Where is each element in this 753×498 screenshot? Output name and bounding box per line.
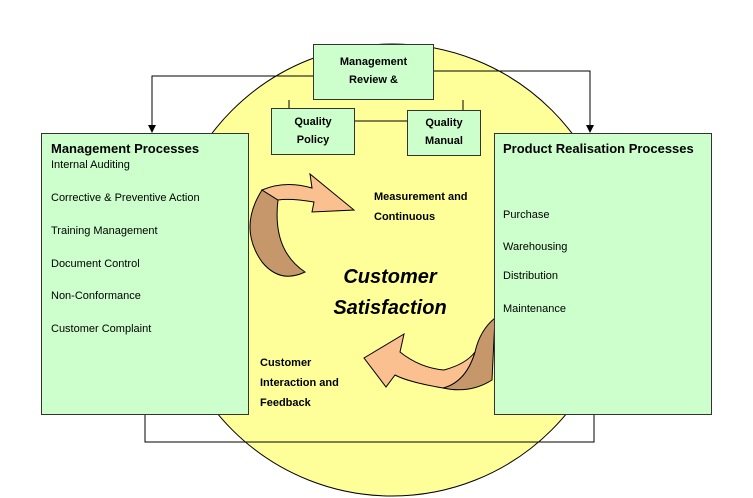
measurement-label-line-1: Measurement and bbox=[374, 191, 468, 203]
management-item-internal-auditing: Internal Auditing bbox=[51, 159, 130, 171]
product-item-distribution: Distribution bbox=[503, 270, 559, 282]
management-item-document-control: Document Control bbox=[51, 258, 140, 270]
product-item-purchase: Purchase bbox=[503, 209, 550, 221]
bottom-connector-line bbox=[144, 414, 595, 443]
management-review-box: Management Review & bbox=[313, 44, 434, 100]
center-line-2: Satisfaction bbox=[333, 297, 447, 319]
management-processes-box: Management Processes Internal Auditing C… bbox=[41, 133, 249, 415]
quality-manual-box: Quality Manual bbox=[407, 110, 481, 156]
customer-interaction-line-2: Interaction and bbox=[260, 377, 339, 389]
quality-policy-box: Quality Policy bbox=[271, 108, 355, 155]
management-review-line-1: Management bbox=[339, 56, 408, 69]
product-item-maintenance: Maintenance bbox=[503, 303, 566, 315]
review-to-management-arrow bbox=[148, 72, 320, 133]
management-item-non-conformance: Non-Conformance bbox=[51, 290, 141, 302]
curved-arrow-measurement bbox=[249, 172, 356, 277]
customer-interaction-line-3: Feedback bbox=[260, 397, 311, 409]
quality-policy-line-2: Policy bbox=[296, 133, 330, 146]
measurement-label: Measurement and Continuous bbox=[374, 187, 468, 227]
customer-interaction-line-1: Customer bbox=[260, 357, 312, 369]
quality-policy-line-1: Quality bbox=[294, 115, 332, 128]
product-realisation-box: Product Realisation Processes Purchase W… bbox=[494, 133, 712, 415]
curved-arrow-feedback bbox=[363, 316, 496, 391]
measurement-label-line-2: Continuous bbox=[374, 211, 436, 223]
management-item-corrective-preventive: Corrective & Preventive Action bbox=[51, 192, 200, 204]
review-to-product-arrow bbox=[427, 67, 594, 133]
quality-manual-line-1: Quality bbox=[425, 117, 463, 130]
product-realisation-title: Product Realisation Processes bbox=[503, 141, 694, 156]
product-item-warehousing: Warehousing bbox=[503, 241, 568, 253]
management-item-training: Training Management bbox=[51, 225, 158, 237]
management-review-line-2: Review & bbox=[349, 74, 398, 86]
customer-satisfaction-heading: Customer Satisfaction bbox=[300, 262, 480, 324]
customer-interaction-label: Customer Interaction and Feedback bbox=[260, 353, 339, 413]
center-line-1: Customer bbox=[343, 266, 437, 288]
quality-manual-line-2: Manual bbox=[425, 135, 463, 147]
management-processes-title: Management Processes bbox=[51, 141, 200, 156]
management-item-customer-complaint: Customer Complaint bbox=[51, 323, 152, 335]
